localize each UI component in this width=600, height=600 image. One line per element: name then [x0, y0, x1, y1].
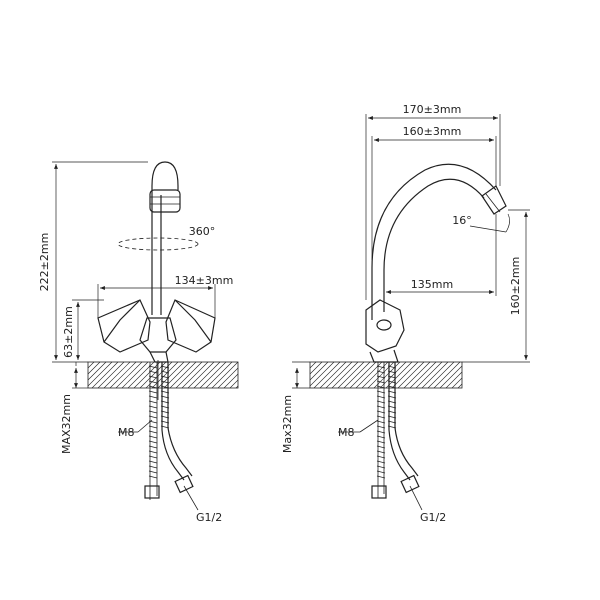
handle-height-label: 63±2mm — [62, 306, 75, 358]
right-mount-max-label: Max32mm — [281, 395, 294, 453]
spout-reach-total-label: 170±3mm — [403, 103, 462, 116]
left-countertop — [87, 361, 239, 389]
mount-max-label: MAX32mm — [60, 394, 73, 454]
right-thread-label: M8 — [338, 426, 355, 439]
right-view: 170±3mm 160±3mm 16° 135mm 160±2mm Max32m… — [281, 103, 530, 524]
left-faucet-body — [97, 161, 216, 500]
rotation-label: 360° — [189, 225, 216, 238]
right-countertop — [309, 361, 463, 389]
handle-span-label: 134±3mm — [175, 274, 234, 287]
spout-offset-label: 135mm — [411, 278, 453, 291]
height-total-label: 222±2mm — [38, 233, 51, 292]
angle-label: 16° — [452, 214, 472, 227]
spout-reach-label: 160±3mm — [403, 125, 462, 138]
outlet-height-label: 160±2mm — [509, 257, 522, 316]
left-dimensions: 222±2mm 63±2mm 134±3mm 360° MAX32mm M8 G… — [38, 161, 234, 524]
right-dimensions: 170±3mm 160±3mm 16° 135mm 160±2mm Max32m… — [281, 103, 530, 524]
right-faucet-body — [365, 163, 507, 499]
right-connector-label: G1/2 — [420, 511, 446, 524]
left-view: 222±2mm 63±2mm 134±3mm 360° MAX32mm M8 G… — [38, 161, 239, 524]
connector-label: G1/2 — [196, 511, 222, 524]
thread-label: M8 — [118, 426, 135, 439]
